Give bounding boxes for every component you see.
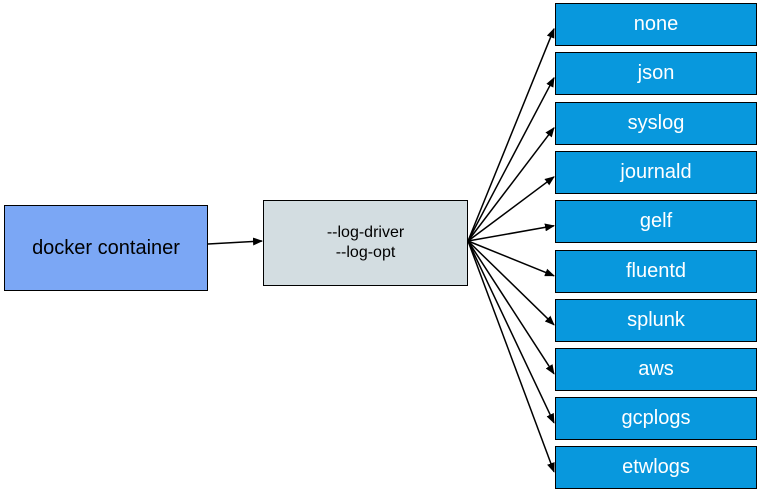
arrow-to-gcplogs [467, 240, 555, 424]
driver-label: fluentd [625, 260, 687, 282]
arrow-to-etwlogs [467, 240, 555, 473]
driver-label: none [633, 13, 679, 35]
arrow-to-none [467, 27, 555, 242]
driver-box-aws: aws [555, 348, 757, 391]
driver-label: syslog [627, 112, 685, 134]
driver-box-gelf: gelf [555, 200, 757, 243]
driver-label: gelf [639, 210, 673, 232]
driver-label: gcplogs [621, 407, 691, 429]
driver-label: aws [638, 358, 674, 380]
arrow-to-gelf [467, 223, 555, 242]
driver-box-json: json [555, 52, 757, 95]
arrow-to-splunk [467, 240, 555, 326]
log-options-box: --log-driver --log-opt [263, 200, 468, 286]
driver-box-syslog: syslog [555, 102, 757, 145]
arrow-to-json [467, 76, 555, 242]
driver-box-none: none [555, 3, 757, 46]
arrow-to-journald [467, 176, 555, 242]
docker-container-label: docker container [32, 236, 180, 259]
driver-label: journald [620, 161, 692, 183]
options-to-drivers-arrows [467, 27, 555, 473]
driver-box-gcplogs: gcplogs [555, 397, 757, 440]
log-opt-option-label: --log-opt [335, 244, 396, 261]
driver-box-journald: journald [555, 151, 757, 194]
arrow-to-aws [467, 240, 555, 375]
docker-container-box: docker container [4, 205, 208, 291]
arrow-to-syslog [467, 127, 555, 242]
container-to-options-arrow [207, 237, 263, 246]
driver-label: etwlogs [622, 456, 690, 478]
driver-box-etwlogs: etwlogs [555, 446, 757, 489]
driver-label: splunk [627, 309, 685, 331]
log-driver-option-label: --log-driver [326, 224, 405, 241]
driver-label: json [637, 62, 675, 84]
driver-box-splunk: splunk [555, 299, 757, 342]
arrow-to-fluentd [467, 240, 555, 277]
driver-box-fluentd: fluentd [555, 250, 757, 293]
